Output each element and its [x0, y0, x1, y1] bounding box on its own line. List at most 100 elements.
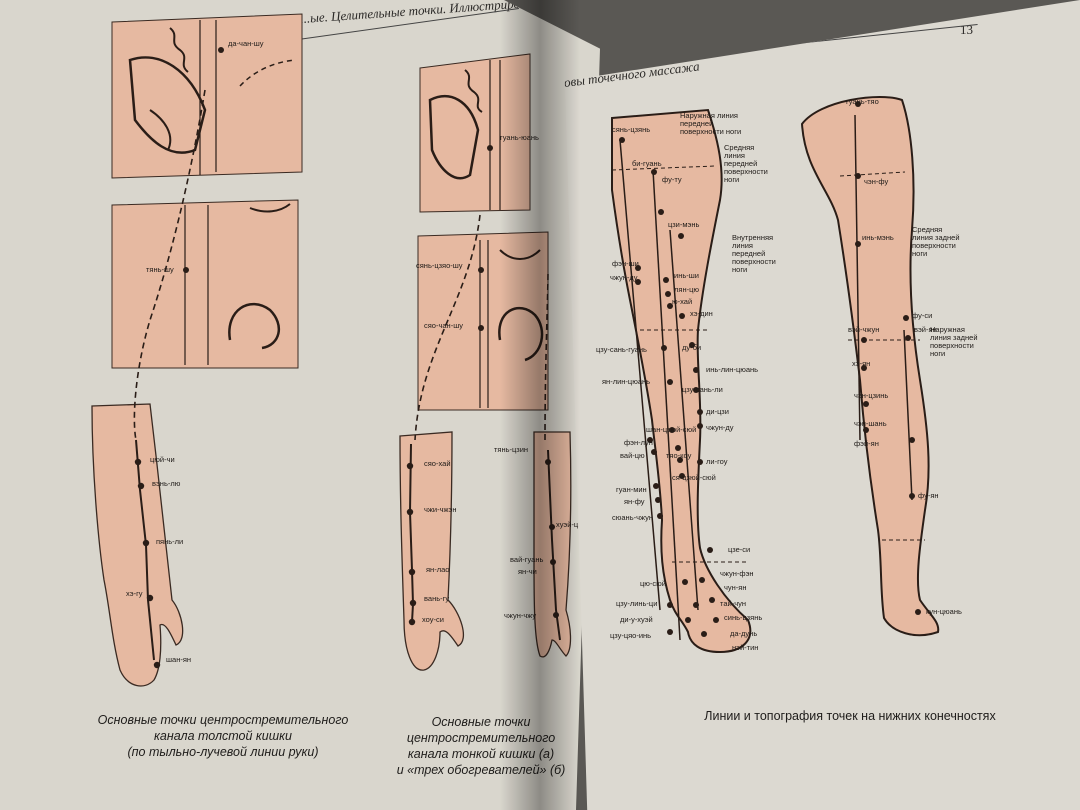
front-label-26: цзе-си — [728, 545, 750, 554]
back-label-5: вэй-чжун — [848, 325, 879, 334]
left-illustrations: да-чан-шу тянь-шу цюй-чи вэнь-лю пянь-ли… — [91, 13, 589, 687]
front-label-35: да-дунь — [730, 629, 757, 638]
front-line2-l0: Внутренняя — [732, 233, 773, 242]
front-label-29: чун-ян — [724, 583, 747, 592]
front-label-27: чжун-фэн — [720, 569, 754, 578]
front-label-24: ян-фу — [624, 497, 645, 506]
fig2-abdomen-panel — [417, 231, 549, 411]
front-label-12: инь-лин-цюань — [706, 365, 758, 374]
back-label-0: гуань-тяо — [846, 97, 879, 106]
fig2-caption-line-3: и «трех обогревателей» (б) — [396, 763, 566, 777]
front-label-15: ди-цзи — [706, 407, 729, 416]
back-line1-l3: ноги — [930, 349, 945, 358]
fig2-label-tyan-tszin: тянь-цзин — [494, 445, 528, 454]
front-label-36: нэй-тин — [732, 643, 758, 652]
front-label-22: ся-цзюй-сюй — [672, 473, 716, 482]
fig1-caption-line-1: Основные точки центростремительного — [97, 713, 349, 727]
fig1-caption-line-2: канала толстой кишки — [153, 729, 292, 743]
back-label-7: чэн-цзинь — [854, 391, 888, 400]
front-label-5: чжун-ду — [610, 273, 638, 282]
back-line1-l2: поверхности — [930, 341, 974, 350]
front-label-23: гуан-мин — [616, 485, 647, 494]
front-label-10: цзу-сань-гуань — [596, 345, 647, 354]
back-line0-l1: линия задней — [912, 233, 960, 242]
fig2-pelvis-panel — [419, 53, 531, 213]
front-line2-l1: линия — [732, 241, 753, 250]
fig2-label-khuey-tszun: хуэй-цзун — [556, 520, 589, 529]
back-line0-l3: ноги — [912, 249, 927, 258]
fig1-label-shan-yan: шан-ян — [166, 655, 191, 664]
front-line2-l4: ноги — [732, 265, 747, 274]
front-label-14: цзу-сань-ли — [682, 385, 723, 394]
front-line0-l1: передней — [680, 119, 713, 128]
fig2-label-vay-guan: вай-гуань — [510, 555, 543, 564]
fig1-caption: Основные точки центростремительного кана… — [88, 712, 358, 760]
front-line1-l2: передней — [724, 159, 757, 168]
front-label-31: тай-чун — [720, 599, 746, 608]
fig2-label-yan-lao: ян-лао — [426, 565, 449, 574]
front-label-21: ли-гоу — [706, 457, 728, 466]
front-label-4: фэн-ши — [612, 259, 639, 268]
fig1-arm — [91, 89, 206, 687]
front-label-6: инь-ши — [674, 271, 699, 280]
front-label-25: сюань-чжун — [612, 513, 653, 522]
front-label-1: би-гуань — [632, 159, 662, 168]
front-label-28: цю-сюй — [640, 579, 666, 588]
fig2-label-chzhi-chzhen: чжи-чжэн — [424, 505, 457, 514]
front-label-2: фу-ту — [662, 175, 682, 184]
fig2-label-yan-chi: ян-чи — [518, 567, 537, 576]
front-label-13: ян-лин-цюань — [602, 377, 650, 386]
fig2-label-khou-si: хоу-си — [422, 615, 444, 624]
fig2-label-syao-chan-shu: сяо-чан-шу — [424, 321, 463, 330]
fig1-label-tyan-shu: тянь-шу — [146, 265, 174, 274]
front-label-34: цзу-цяо-инь — [610, 631, 651, 640]
fig2-label-syan-tszyao-shu: сянь-цзяо-шу — [416, 261, 463, 270]
front-line0-l0: Наружная линия — [680, 111, 738, 120]
front-line1-l1: линия — [724, 151, 745, 160]
fig1-caption-line-3: (по тыльно-лучевой линии руки) — [127, 745, 319, 759]
fig1-abdomen-panel — [111, 199, 299, 369]
back-label-9: фэй-ян — [854, 439, 879, 448]
front-line1-l0: Средняя — [724, 143, 754, 152]
fig2-arm-a — [399, 214, 481, 671]
fig1-label-ven-lyu: вэнь-лю — [152, 479, 181, 488]
front-line2-l2: передней — [732, 249, 765, 258]
fig2-caption-line-2: канала тонкой кишки (а) — [407, 747, 555, 761]
front-line1-l4: ноги — [724, 175, 739, 184]
fig1-label-da-chan-shu: да-чан-шу — [228, 39, 264, 48]
back-line1-l1: линия задней — [930, 333, 978, 342]
back-line0-l0: Средняя — [912, 225, 942, 234]
front-label-19: вай-цю — [620, 451, 645, 460]
front-label-33: синь-цзянь — [724, 613, 762, 622]
fig2-label-syao-khay: сяо-хай — [424, 459, 451, 468]
right-illustrations: сянь-цзянь би-гуань фу-ту цзи-мэнь фэн-ш… — [596, 96, 978, 654]
front-label-16: шан-цзюй-сюй — [646, 425, 696, 434]
front-label-3: цзи-мэнь — [668, 220, 699, 229]
fig2-label-van-gu: вань-гу — [424, 594, 449, 603]
fig2-caption-line-1: Основные точки центростремительного — [406, 715, 556, 745]
left-page: ...ые. Целительные точки. Иллюстрированн… — [0, 0, 600, 810]
front-label-32: ди-у-хуэй — [620, 615, 653, 624]
front-label-9: хэ-дин — [690, 309, 713, 318]
fig2-label-guan-yuan: гуань-юань — [500, 133, 539, 142]
right-caption: Линии и топография точек на нижних конеч… — [704, 709, 996, 723]
fig2-arm-b — [533, 269, 572, 658]
front-label-8: ю-хай — [672, 297, 692, 306]
back-label-11: кун-цюань — [926, 607, 962, 616]
back-label-6: хэ-ян — [852, 359, 870, 368]
back-label-3: фу-си — [912, 311, 932, 320]
fig1-label-khe-gu: хэ-гу — [126, 589, 143, 598]
front-leg — [611, 108, 752, 654]
fig1-pelvis-panel — [111, 13, 303, 179]
fig1-label-tsyuy-chi: цюй-чи — [150, 455, 175, 464]
front-label-7: лян-цю — [674, 285, 699, 294]
front-label-17: чжун-ду — [706, 423, 734, 432]
front-line2-l3: поверхности — [732, 257, 776, 266]
front-label-20: тяо-коу — [666, 451, 692, 460]
